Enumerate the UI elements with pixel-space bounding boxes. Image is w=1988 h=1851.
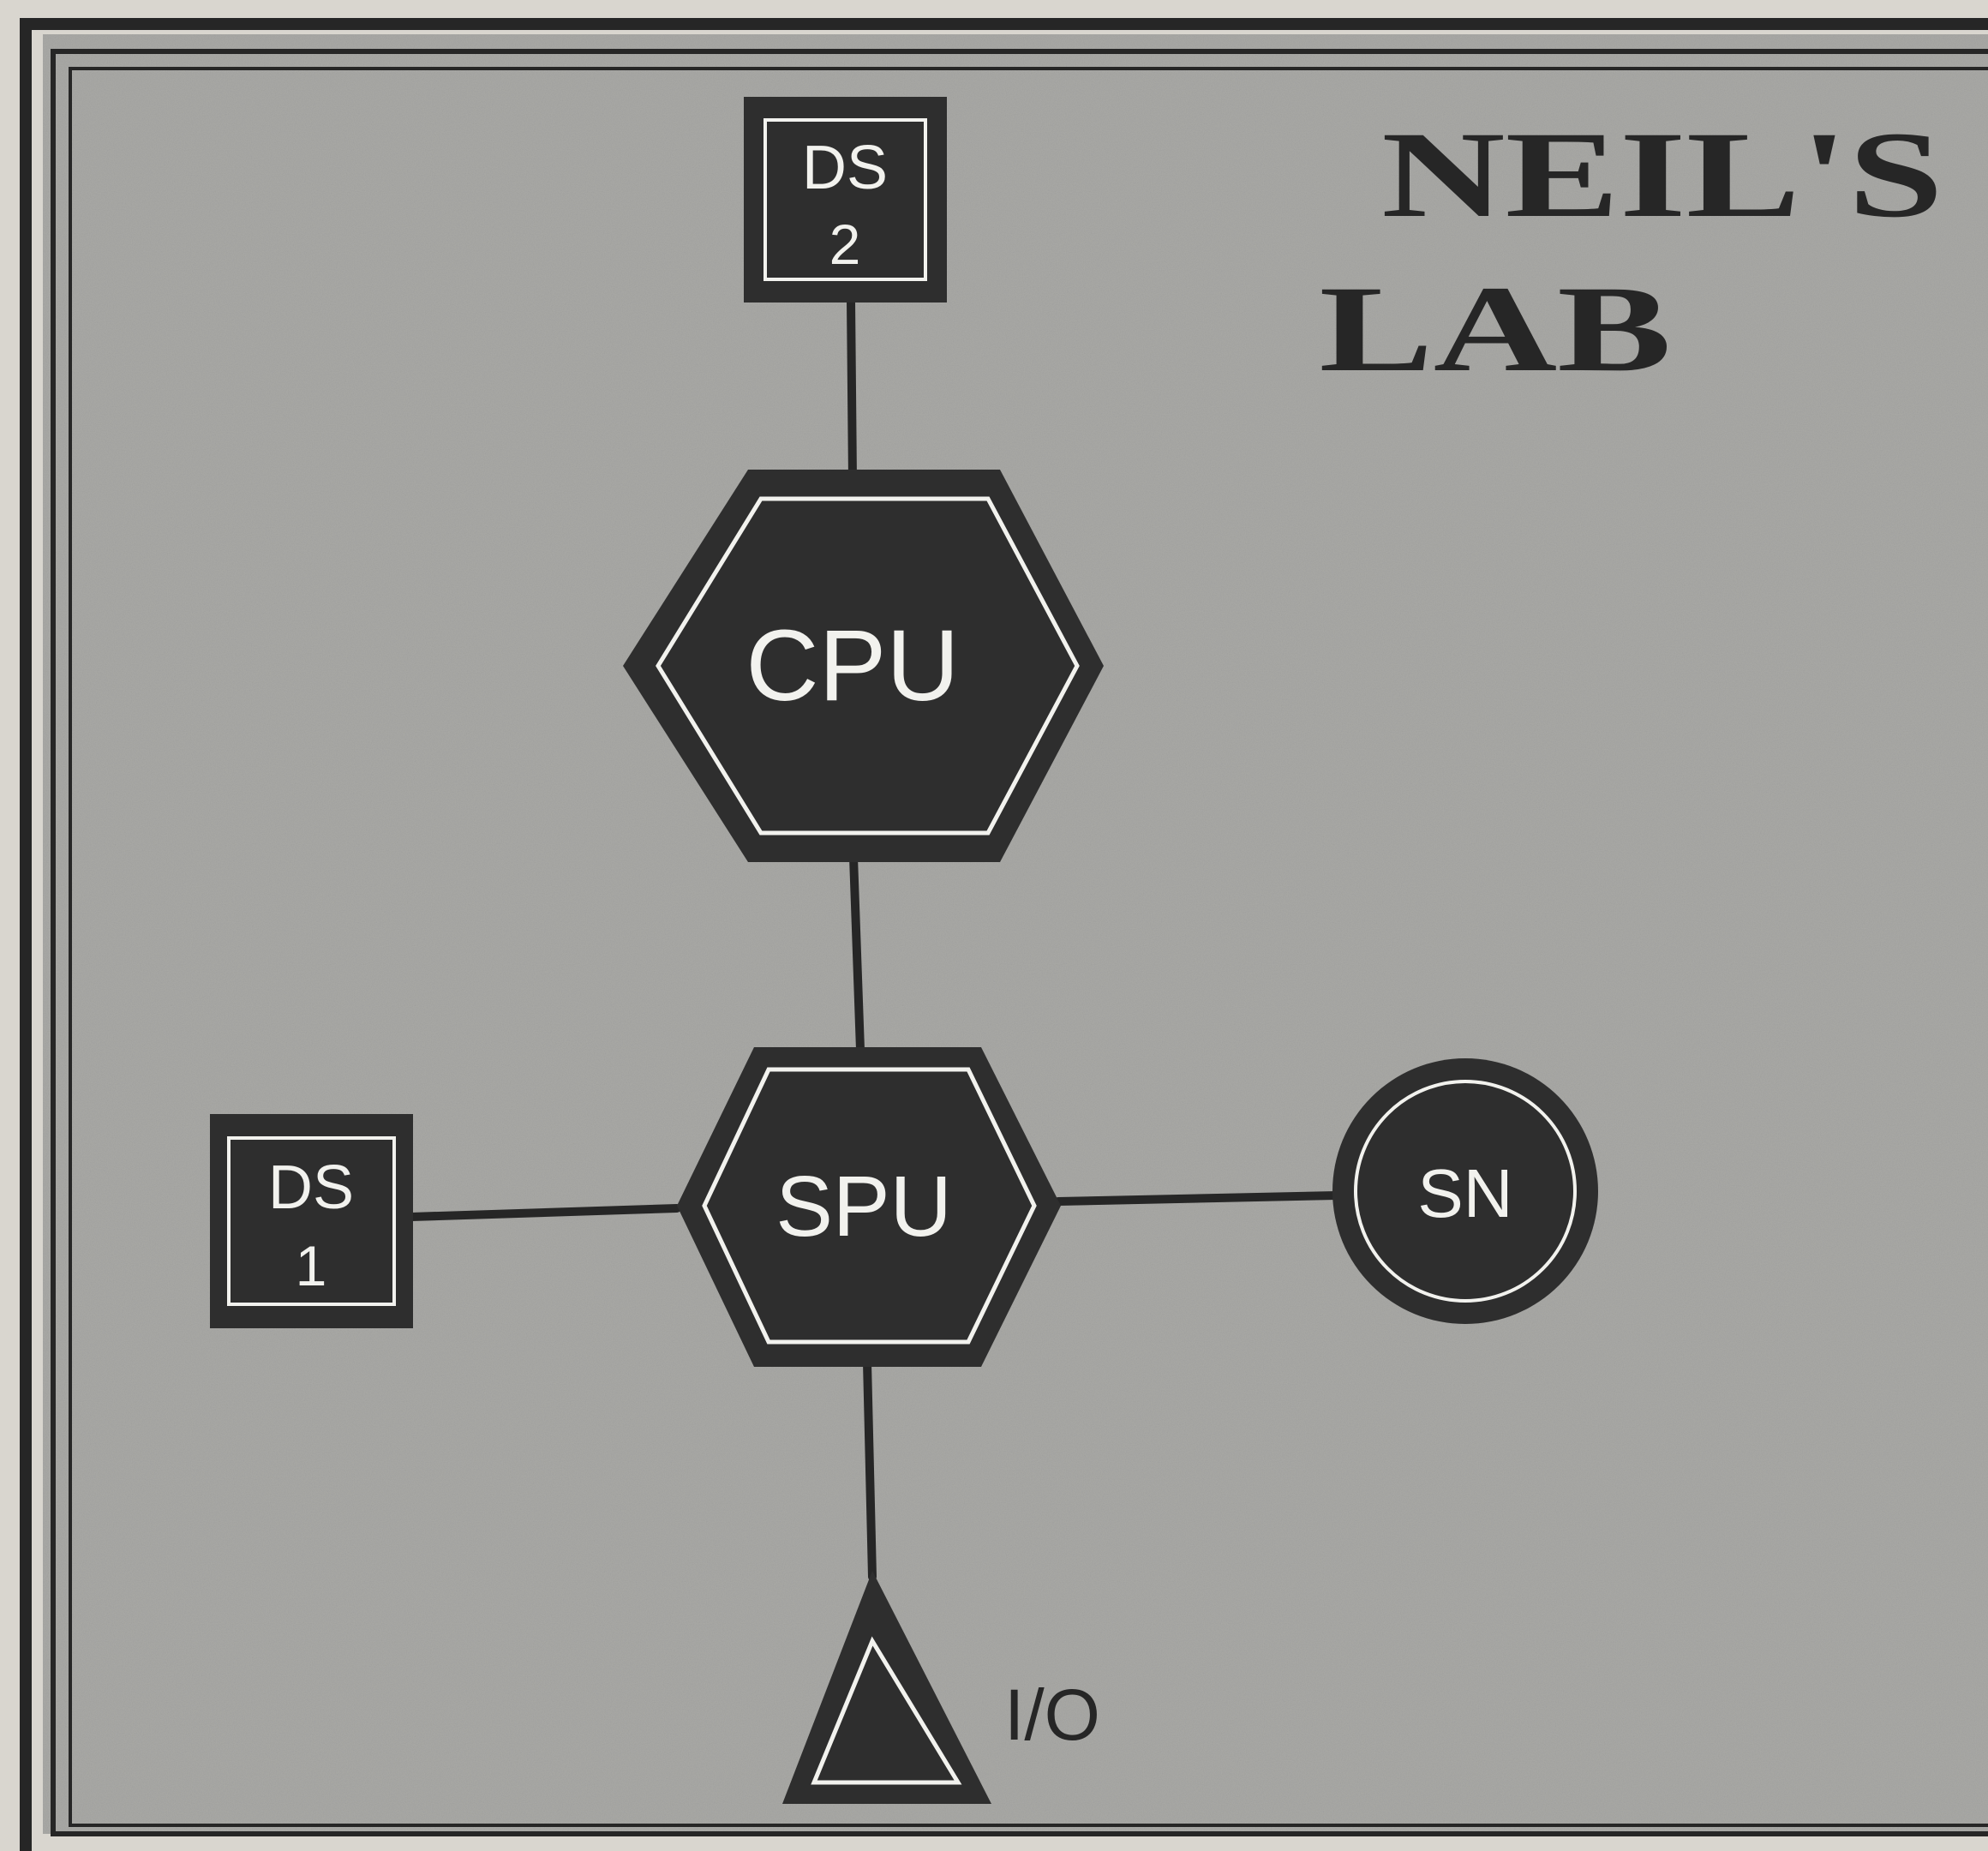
node-sn[interactable]: SN <box>1332 1058 1598 1324</box>
node-io[interactable] <box>782 1571 991 1804</box>
cpu-label: CPU <box>746 609 959 722</box>
node-cpu[interactable]: CPU <box>623 470 1104 862</box>
link-cpu-spu <box>849 853 865 1054</box>
map-title: NEIL'S LAB <box>1319 106 1943 397</box>
ds1-label-bottom: 1 <box>296 1234 327 1297</box>
connections <box>407 296 1341 1581</box>
link-ds1-spu <box>407 1204 681 1221</box>
map-border <box>20 18 1988 1851</box>
node-spu[interactable]: SPU <box>677 1047 1061 1367</box>
io-label: I/O <box>1004 1674 1100 1755</box>
ds1-label-top: DS <box>268 1153 354 1222</box>
spu-label: SPU <box>775 1159 952 1255</box>
ds2-label-top: DS <box>802 134 888 202</box>
title-line-2: LAB <box>1319 261 1671 397</box>
node-ds2[interactable]: DS 2 <box>744 97 947 303</box>
ds2-label-bottom: 2 <box>829 213 861 276</box>
link-spu-io <box>863 1358 877 1581</box>
link-ds2-cpu <box>847 296 857 484</box>
map-background <box>43 34 1988 1834</box>
sn-label: SN <box>1417 1155 1512 1231</box>
node-ds1[interactable]: DS 1 <box>210 1114 413 1328</box>
link-spu-sn <box>1054 1191 1341 1206</box>
title-line-1: NEIL'S <box>1381 106 1943 243</box>
